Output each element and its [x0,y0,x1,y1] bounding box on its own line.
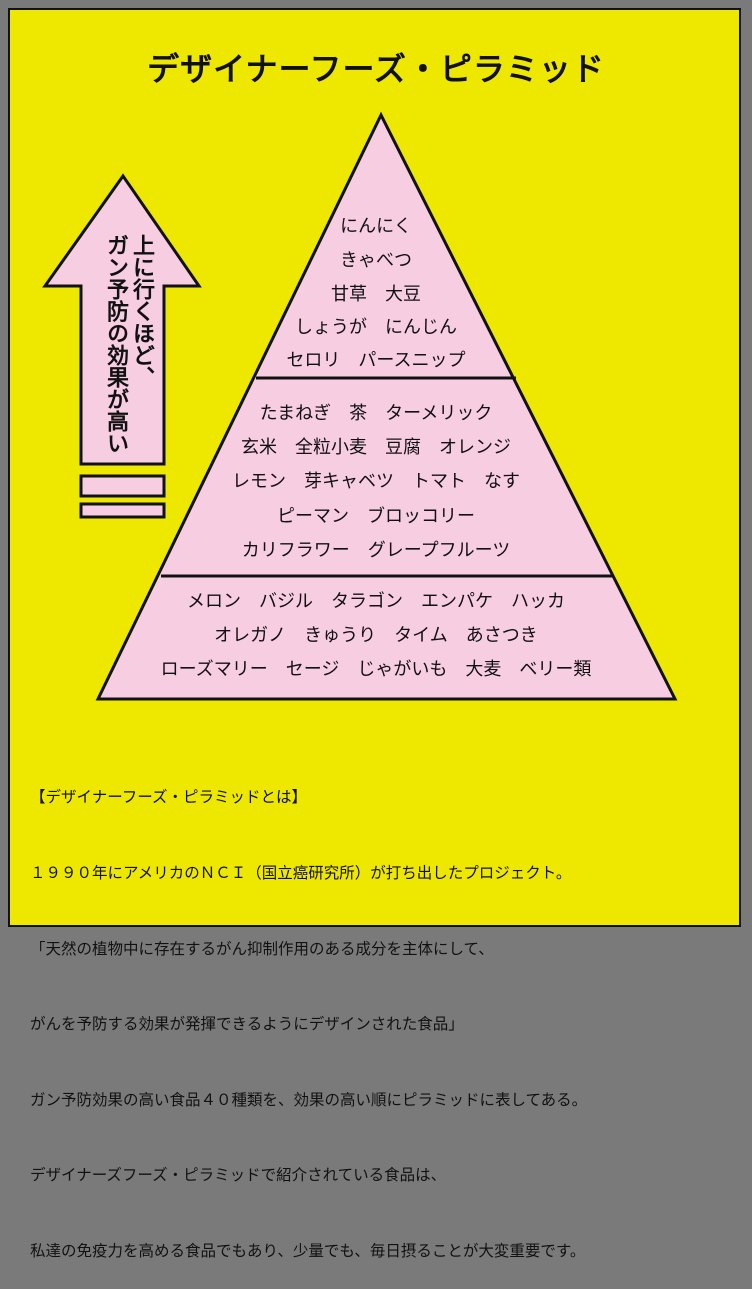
arrow-tail-bar-1 [79,474,166,498]
up-arrow-icon [42,173,202,466]
description-line: デザイナーズフーズ・ピラミッドで紹介されている食品は、 [30,1166,447,1185]
description-line: １９９０年にアメリカのＮＣＩ（国立癌研究所）が打ち出したプロジェクト。 [30,864,572,883]
tier-middle-line: カリフラワー グレープフルーツ [241,540,511,561]
tier-middle-line: たまねぎ 茶 ターメリック [259,403,493,424]
tier-middle-line: 玄米 全粒小麦 豆腐 オレンジ [241,437,511,458]
pyramid-diagram [42,111,678,701]
pyramid-shape [95,111,678,701]
tier-bottom-line: ローズマリー セージ じゃがいも 大麦 ベリー類 [160,659,592,680]
tier-middle-line: ピーマン ブロッコリー [277,506,475,527]
tier-bottom-line: メロン バジル タラゴン エンパケ ハッカ [187,591,565,612]
tier-middle-line: レモン 芽キャベツ トマト なす [232,471,520,492]
tier-top-line: きゃべつ [340,250,412,271]
description-line: 「天然の植物中に存在するがん抑制作用のある成分を主体にして、 [30,939,494,958]
arrow-tail-bar-2 [79,502,166,519]
tier-top-line: セロリ パースニップ [286,350,466,371]
description-line: がんを予防する効果が発揮できるようにデザインされた食品」 [30,1015,464,1034]
description-block: 【デザイナーフーズ・ピラミッドとは】 １９９０年にアメリカのＮＣＩ（国立癌研究所… [30,735,730,1289]
description-line: 私達の免疫力を高める食品でもあり、少量でも、毎日摂ることが大変重要です。 [30,1242,586,1261]
page-title: デザイナーフーズ・ピラミッド [147,50,605,88]
tier-top-line: にんにく [340,216,412,237]
arrow-label: 上に行くほど、 ガン予防の効果が高い [103,234,154,454]
tier-bottom-line: オレガノ きゅうり タイム あさつき [214,625,538,646]
tier-top-line: 甘草 大豆 [331,284,421,305]
description-heading: 【デザイナーフーズ・ピラミッドとは】 [30,788,307,807]
description-line: ガン予防効果の高い食品４０種類を、効果の高い順にピラミッドに表してある。 [30,1090,588,1109]
tier-top-line: しょうが にんじん [295,317,457,338]
